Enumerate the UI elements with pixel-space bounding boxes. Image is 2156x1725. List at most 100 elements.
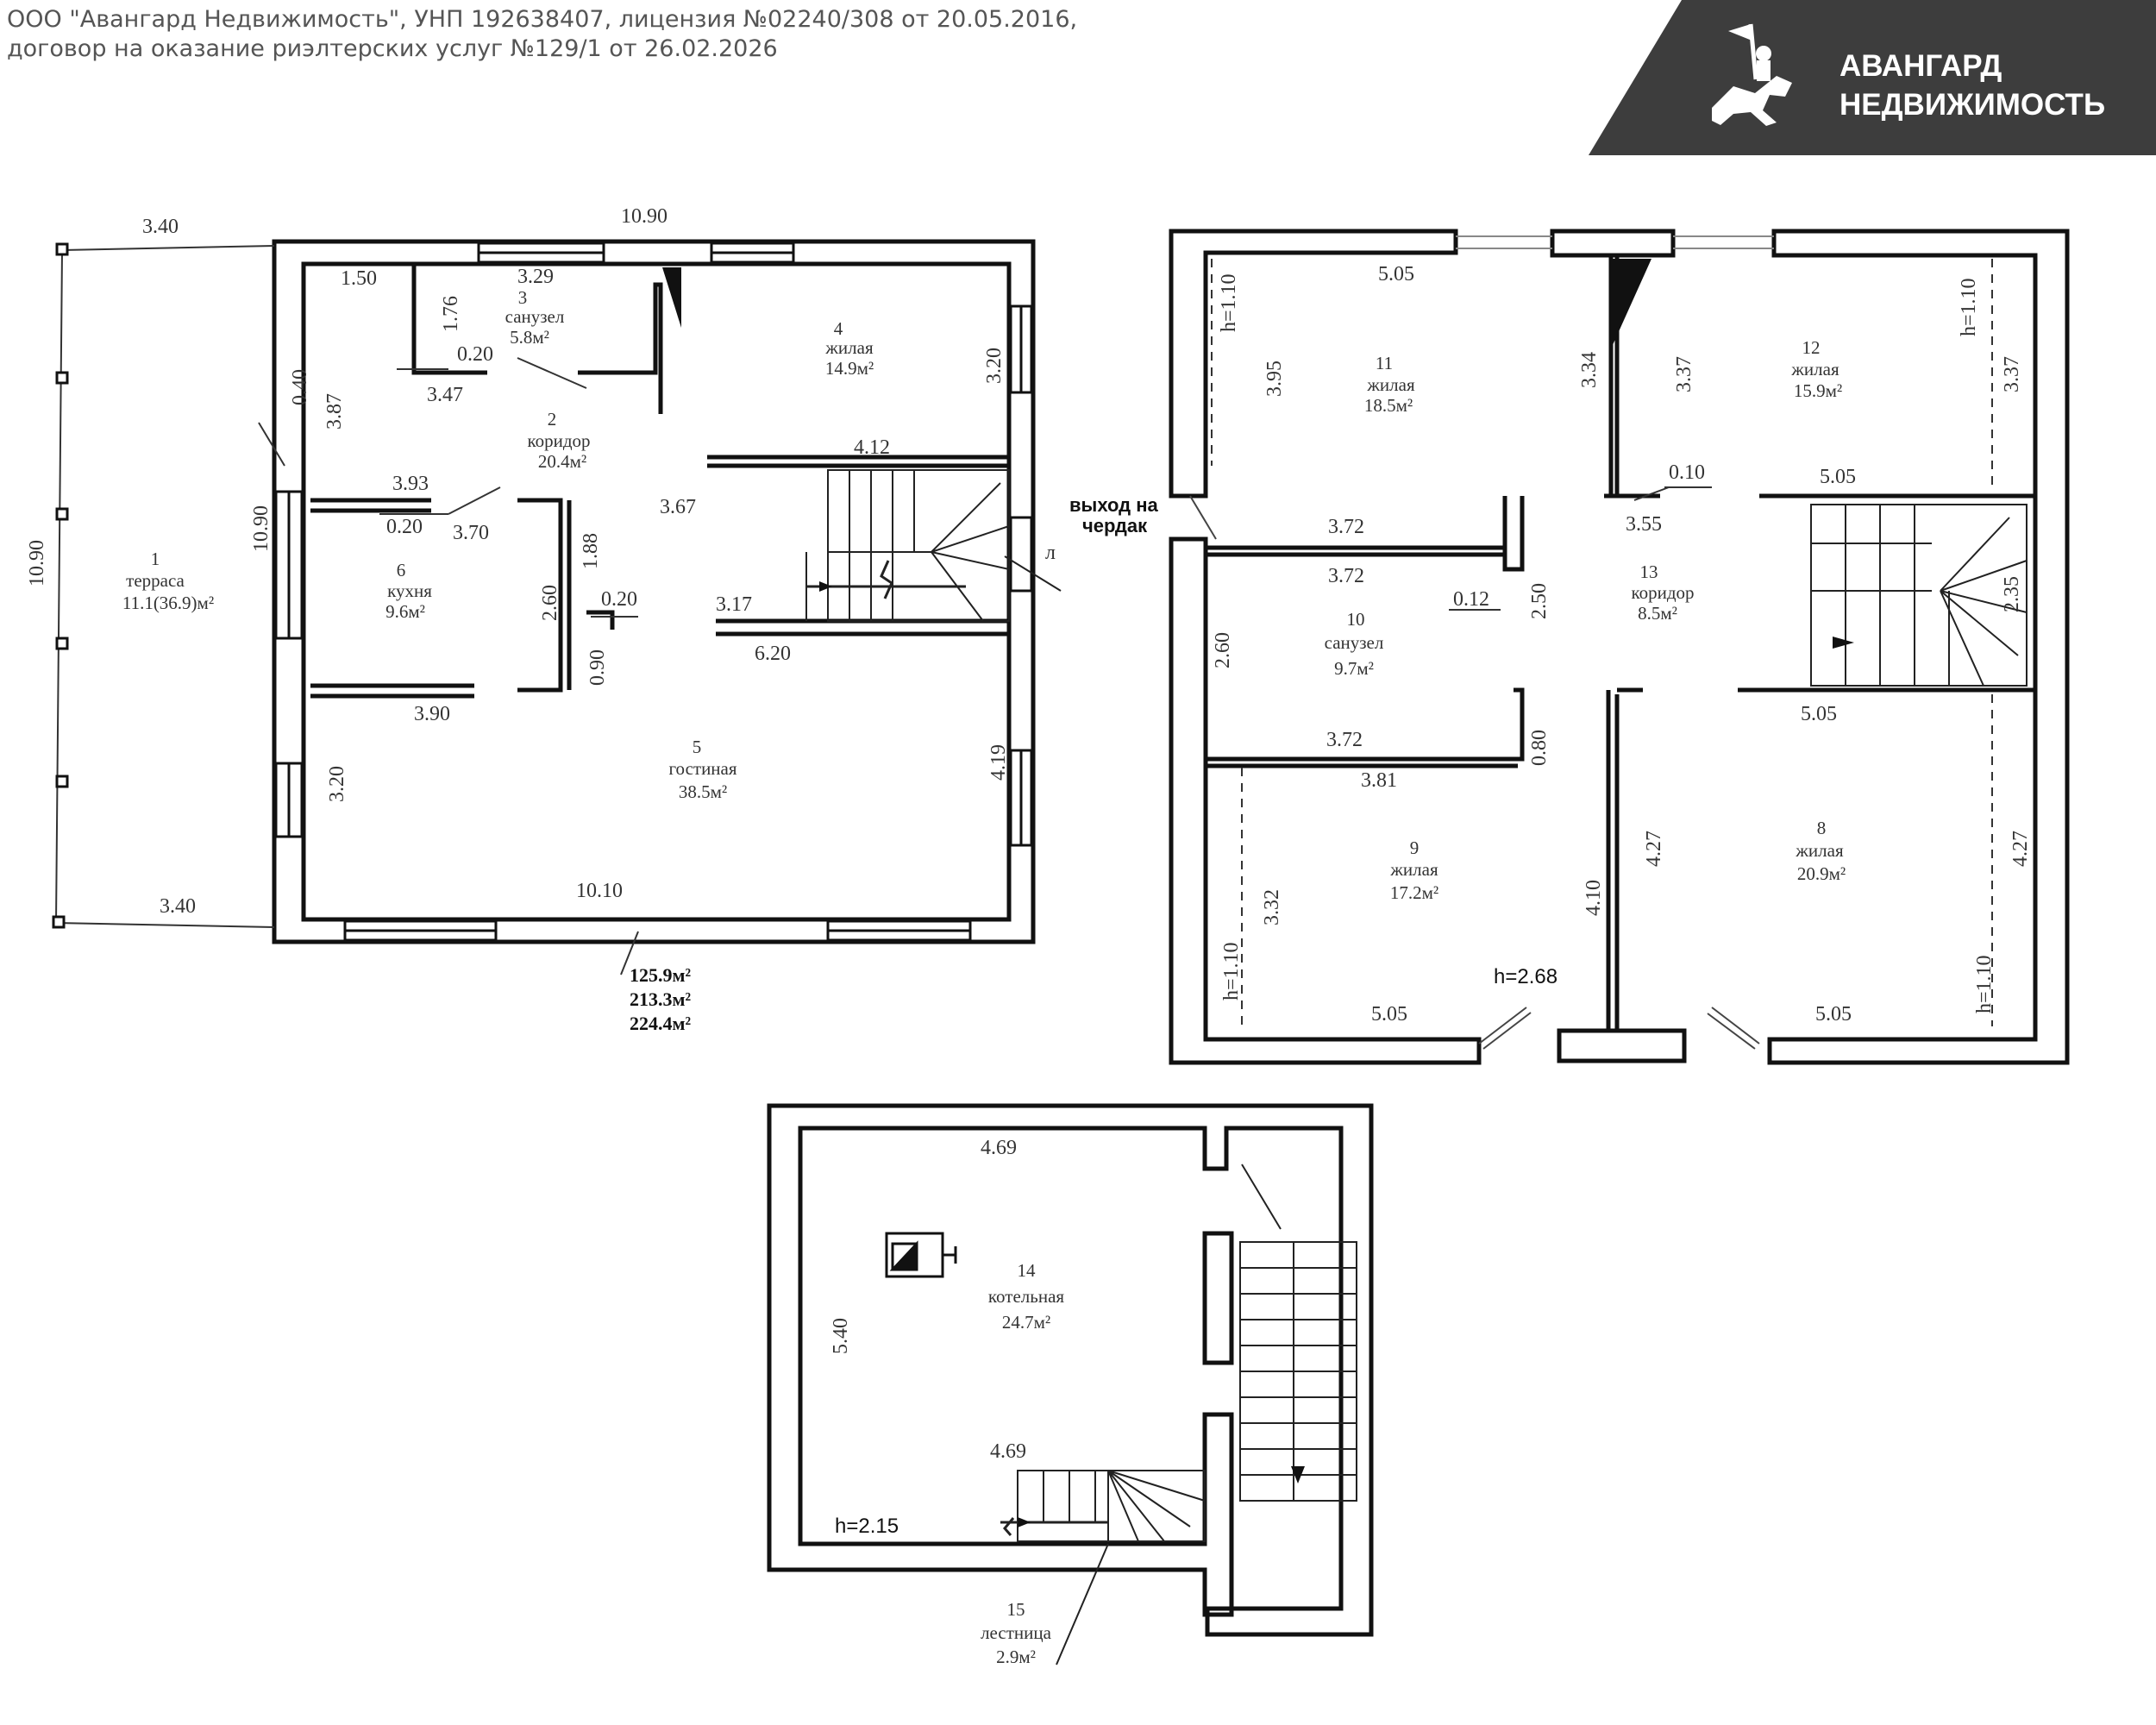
dim-395: 3.95 <box>1263 361 1286 397</box>
floor-2-walls <box>1169 229 2070 1065</box>
dim-390: 3.90 <box>414 703 450 725</box>
dim-334: 3.34 <box>1578 352 1601 388</box>
dim-337a: 3.37 <box>1673 356 1695 392</box>
room-name: коридор <box>527 430 590 451</box>
room-name: лестница <box>981 1622 1052 1643</box>
room-area: 9.7м² <box>1334 658 1374 679</box>
dim-h110-right: h=1.10 <box>1958 278 1980 336</box>
basement-height: h=2.15 <box>835 1515 899 1538</box>
room-name: жилая <box>1366 374 1415 395</box>
floor-1-plan: 3.40 10.90 3.40 10.90 10.90 1.50 3.29 1.… <box>26 205 1062 1034</box>
room-number: 4 <box>834 318 843 339</box>
room-number: 9 <box>1410 837 1420 858</box>
license-line-1: ООО "Авангард Недвижимость", УНП 1926384… <box>7 6 1078 33</box>
boiler-icon <box>885 1232 957 1278</box>
room-number: 15 <box>1007 1599 1025 1620</box>
dim-150: 1.50 <box>341 267 377 290</box>
room-name: коридор <box>1631 582 1694 603</box>
chimney-icon <box>1613 259 1651 345</box>
attic-exit-label-1: выход на <box>1069 494 1159 516</box>
floor-2-dashed-lines <box>1211 259 1993 1026</box>
room-label-14: 14 котельная 24.7м² <box>988 1260 1064 1333</box>
total-area-1: 125.9м² <box>630 964 691 986</box>
room-area: 11.1(36.9)м² <box>122 593 214 613</box>
stair-arrow-icon <box>1291 1466 1305 1484</box>
chimney-icon <box>662 267 681 328</box>
floor-2-plan: 5.05 h=1.10 3.95 3.34 3.37 h=1.10 3.37 0… <box>1069 229 2070 1065</box>
room-name: санузел <box>1325 632 1384 653</box>
room-label-12: 12 жилая 15.9м² <box>1790 337 1842 401</box>
room-name: терраса <box>126 570 185 591</box>
stair-arrow-icon <box>819 581 832 592</box>
floor-2-doors <box>1478 1007 1760 1050</box>
room-label-6: 6 кухня 9.6м² <box>385 560 432 622</box>
dim-387: 3.87 <box>323 393 346 430</box>
room-name: жилая <box>824 337 874 358</box>
dim-393: 3.93 <box>392 473 429 495</box>
dim-floor1-top-total: 10.90 <box>621 205 667 228</box>
room-number: 11 <box>1376 353 1393 373</box>
floor-2-staircase <box>1810 504 2028 687</box>
dim-188: 1.88 <box>580 533 602 569</box>
room-number: 14 <box>1018 1260 1037 1281</box>
agency-license-text: ООО "Авангард Недвижимость", УНП 1926384… <box>7 5 1077 64</box>
dim-620: 6.20 <box>755 643 791 665</box>
dim-317: 3.17 <box>716 593 752 616</box>
dim-320b: 3.20 <box>326 766 348 802</box>
room-label-2: 2 коридор 20.4м² <box>527 409 590 472</box>
dim-040: 0.40 <box>289 369 311 405</box>
total-area-2: 213.3м² <box>630 988 691 1010</box>
dim-427b: 4.27 <box>2009 831 2032 867</box>
room-name: санузел <box>505 306 565 327</box>
room-area: 18.5м² <box>1364 395 1413 416</box>
dim-020a: 0.20 <box>457 343 493 366</box>
floor-2-height: h=2.68 <box>1494 965 1557 988</box>
room-label-11: 11 жилая 18.5м² <box>1364 353 1415 416</box>
dim-012: 0.12 <box>1453 588 1489 611</box>
room-area: 24.7м² <box>1002 1312 1050 1333</box>
floor-1-staircase <box>805 469 1062 622</box>
dim-372a: 3.72 <box>1328 516 1364 538</box>
room-area: 17.2м² <box>1390 882 1438 903</box>
dim-505-top: 5.05 <box>1378 263 1414 285</box>
dim-332: 3.32 <box>1261 889 1283 925</box>
room-area: 38.5м² <box>679 781 727 802</box>
dim-1010: 10.10 <box>576 880 623 902</box>
room-number: 12 <box>1802 337 1821 358</box>
dim-505-bottom-left: 5.05 <box>1371 1003 1407 1026</box>
dim-412: 4.12 <box>854 436 890 459</box>
dim-h110-left: h=1.10 <box>1218 273 1240 332</box>
room-label-3: 3 санузел 5.8м² <box>505 287 565 348</box>
dim-469-mid: 4.69 <box>990 1440 1026 1463</box>
dim-260-f2: 2.60 <box>1212 632 1234 668</box>
room-number: 2 <box>548 409 557 430</box>
room-name: жилая <box>1795 840 1844 861</box>
basement-walls <box>767 1103 1374 1637</box>
total-area-3: 224.4м² <box>630 1013 691 1034</box>
dim-020b: 0.20 <box>386 516 423 538</box>
dim-h110-bottom-right: h=1.10 <box>1973 955 1996 1013</box>
dim-370: 3.70 <box>453 522 489 544</box>
stair-arrow-icon <box>1833 637 1854 649</box>
dim-176: 1.76 <box>440 296 462 332</box>
dim-469-top: 4.69 <box>981 1137 1017 1159</box>
room-label-9: 9 жилая 17.2м² <box>1389 837 1438 903</box>
room-number: 8 <box>1817 818 1827 838</box>
floor-1-walls <box>272 239 1036 944</box>
dim-419: 4.19 <box>987 744 1010 781</box>
dim-235: 2.35 <box>2001 576 2023 612</box>
room-area: 9.6м² <box>385 601 425 622</box>
room-name: кухня <box>387 580 432 601</box>
room-label-8: 8 жилая 20.9м² <box>1795 818 1846 884</box>
room-label-15: 15 лестница 2.9м² <box>981 1599 1052 1667</box>
room-area: 14.9м² <box>825 358 874 379</box>
dim-terrace-bottom: 3.40 <box>160 895 196 918</box>
room-area: 20.4м² <box>538 451 586 472</box>
dim-347: 3.47 <box>427 384 463 406</box>
room-name: котельная <box>988 1286 1064 1307</box>
dim-355: 3.55 <box>1626 513 1662 536</box>
room-area: 15.9м² <box>1794 380 1842 401</box>
dim-260: 2.60 <box>539 585 561 621</box>
dim-terrace-left-total: 10.90 <box>26 540 48 586</box>
